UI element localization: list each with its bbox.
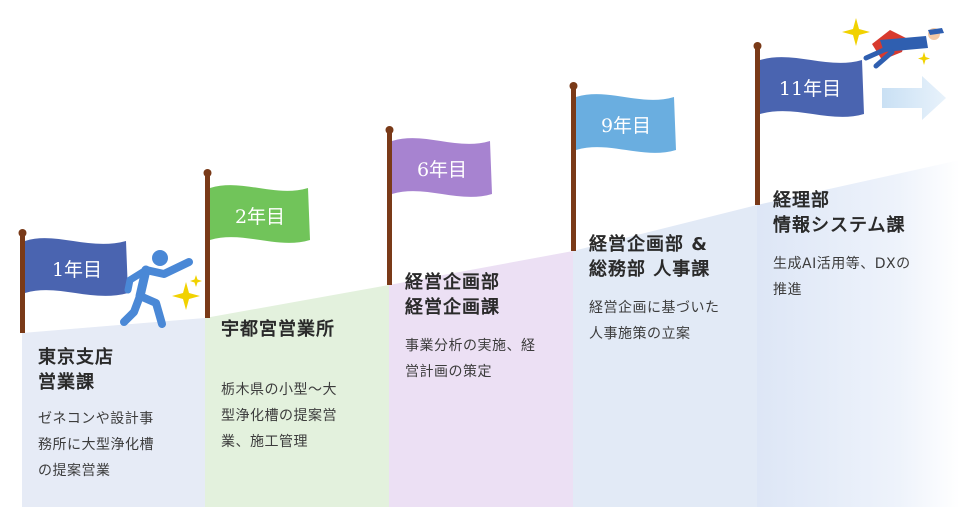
step-3-department: 経営企画部 経営企画課 [405,272,500,319]
step-2-description: 栃木県の小型〜大 型浄化槽の提案営 業、施工管理 [221,382,337,450]
flag-label-5: 11年目 [778,78,842,100]
step-3: 経営企画部 経営企画課 事業分析の実施、経 営計画の策定 [389,270,573,386]
step-panel-1 [22,318,205,507]
flying-hero-icon [863,28,944,69]
flag-label-1: 1年目 [51,259,103,281]
flag-2 [203,169,310,318]
step-1-description: ゼネコンや設計事 務所に大型浄化槽 の提案営業 [38,411,154,480]
step-5-description: 生成AI活用等、DXの 推進 [773,256,911,299]
step-1: 東京支店 営業課 ゼネコンや設計事 務所に大型浄化槽 の提案営業 [22,345,205,485]
step-4-description: 経営企画に基づいた 人事施策の立案 [589,300,720,343]
forward-arrow-icon [882,76,946,120]
sparkle-icon [172,275,202,310]
flag-3 [385,126,492,285]
step-5-department: 経理部 情報システム課 [773,190,906,237]
flag-5 [753,42,864,205]
step-4: 経営企画部 & 総務部 人事課 経営企画に基づいた 人事施策の立案 [573,232,757,348]
step-2: 宇都宮営業所 栃木県の小型〜大 型浄化槽の提案営 業、施工管理 [205,317,389,456]
step-1-department: 東京支店 営業課 [38,347,114,394]
sparkle-icon [842,18,930,65]
step-panel-5 [757,160,960,507]
step-4-department: 経営企画部 & 総務部 人事課 [589,234,711,281]
step-panel-4 [573,205,757,507]
step-panel-2 [205,285,389,507]
step-3-description: 事業分析の実施、経 営計画の策定 [405,338,536,381]
running-person-icon [120,250,193,328]
step-5: 経理部 情報システム課 生成AI活用等、DXの 推進 [757,188,960,304]
flag-label-2: 2年目 [234,206,286,228]
flag-label-3: 6年目 [416,159,468,181]
step-panel-3 [389,251,573,507]
step-2-department: 宇都宮営業所 [221,319,335,340]
flag-4 [569,82,676,251]
flag-1 [18,229,128,333]
flag-label-4: 9年目 [600,115,652,137]
